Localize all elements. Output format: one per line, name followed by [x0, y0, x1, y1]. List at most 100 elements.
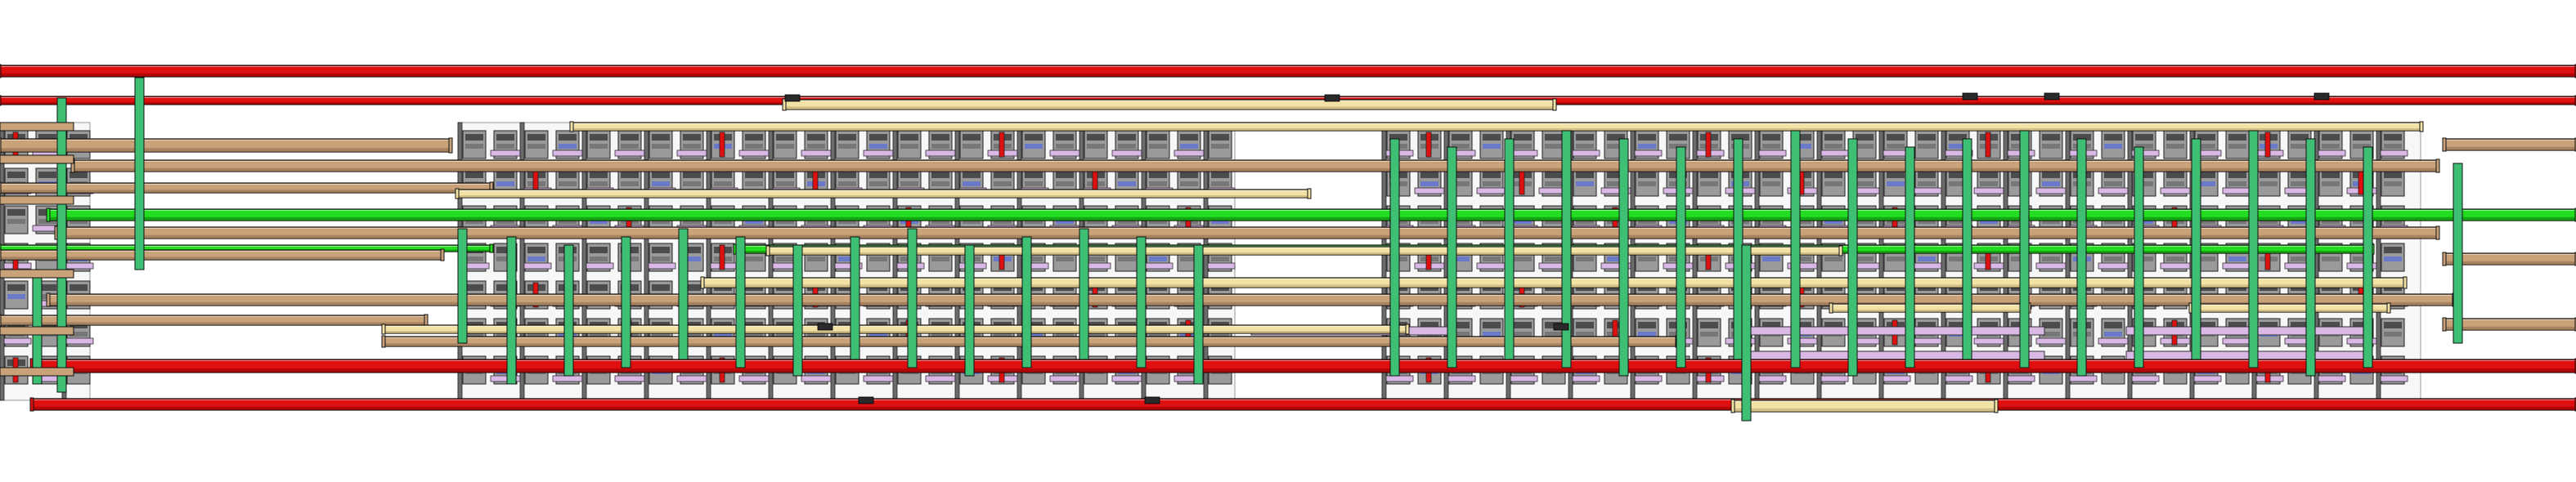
pipe-stub — [0, 122, 74, 132]
tan-pipe-5 — [46, 292, 2457, 307]
equipment-module — [1573, 167, 1597, 197]
equipment-module — [1417, 130, 1442, 159]
riser-29 — [2076, 138, 2087, 377]
equipment-module — [742, 167, 766, 197]
equipment-module — [2101, 130, 2125, 159]
riser-28 — [2019, 130, 2030, 368]
equipment-module — [521, 243, 552, 272]
equipment-module — [2284, 167, 2315, 197]
equipment-module — [1538, 167, 1569, 197]
equipment-module — [1852, 130, 1877, 159]
pipe-flange — [858, 396, 874, 404]
cream-pipe-0 — [782, 98, 1557, 111]
tan-pipe-4 — [0, 248, 445, 261]
equipment-module — [1977, 130, 2001, 159]
equipment-module — [1756, 130, 1787, 159]
pipe-flange — [784, 94, 801, 102]
pipe-flange — [1324, 94, 1340, 102]
equipment-module — [1111, 130, 1142, 159]
riser-20 — [1561, 130, 1572, 368]
riser-3 — [457, 228, 468, 344]
equipment-module — [490, 130, 521, 159]
riser-30 — [2134, 146, 2144, 368]
red-pipe-top — [0, 64, 2576, 78]
equipment-module — [2381, 318, 2405, 347]
equipment-module — [4, 280, 29, 310]
equipment-module — [2098, 167, 2129, 197]
equipment-module — [2381, 167, 2405, 197]
equipment-module — [1697, 318, 1721, 347]
equipment-module — [1569, 130, 1600, 159]
cream-pipe-2 — [455, 188, 1312, 199]
tan-pipe-8 — [2442, 137, 2576, 152]
cream-pipe-6 — [2188, 302, 2391, 314]
equipment-module — [1146, 130, 1170, 159]
riser-22 — [1676, 146, 1686, 368]
equipment-module — [552, 130, 583, 159]
pipe-flange — [1144, 396, 1160, 404]
equipment-module — [1821, 167, 1846, 197]
riser-27 — [1962, 138, 1972, 360]
equipment-module — [1880, 130, 1911, 159]
pipe-stub — [0, 367, 74, 377]
riser-16 — [1193, 244, 1204, 385]
equipment-module — [2225, 130, 2250, 159]
tan-pipe-2 — [0, 181, 494, 194]
frame-post — [0, 122, 5, 401]
red-pipe-bottom — [29, 397, 2576, 412]
equipment-module — [959, 130, 984, 159]
tan-pipe-1 — [70, 158, 2440, 173]
equipment-module — [2222, 167, 2253, 197]
equipment-module — [1631, 130, 1663, 159]
pipe-flange — [1553, 323, 1569, 331]
riser-31 — [2191, 138, 2201, 360]
riser-17 — [1389, 138, 1400, 377]
riser-32 — [2248, 130, 2259, 368]
cream-pipe-5 — [1829, 302, 2031, 314]
equipment-module — [2039, 130, 2063, 159]
riser-15 — [1136, 236, 1147, 368]
cream-pipe-7 — [1730, 399, 1999, 413]
riser-7 — [678, 228, 689, 360]
equipment-module — [1049, 130, 1080, 159]
equipment-module — [2318, 167, 2343, 197]
pipe-stub — [0, 195, 74, 205]
equipment-module — [1759, 167, 1784, 197]
riser-18 — [1447, 146, 1457, 368]
pipe-flange — [2044, 92, 2060, 100]
tan-pipe-0 — [0, 137, 453, 154]
riser-6 — [621, 236, 631, 368]
equipment-module — [738, 130, 770, 159]
red-pipe-lower — [29, 358, 2576, 374]
riser-35 — [1741, 244, 1752, 422]
riser-14 — [1079, 228, 1089, 360]
equipment-module — [2098, 318, 2129, 347]
green-pipe-main — [46, 208, 2576, 222]
riser-13 — [1021, 236, 1032, 368]
equipment-module — [586, 130, 611, 159]
cream-pipe-1 — [569, 121, 2424, 132]
equipment-module — [1694, 130, 1725, 159]
equipment-module — [648, 130, 673, 159]
riser-25 — [1847, 138, 1858, 377]
riser-5 — [563, 244, 574, 377]
pipe-flange — [1962, 92, 1978, 100]
equipment-module — [1479, 130, 1504, 159]
equipment-module — [1510, 167, 1535, 197]
equipment-module — [1542, 130, 1566, 159]
equipment-module — [2035, 167, 2067, 197]
riser-11 — [907, 228, 918, 368]
equipment-module — [2129, 130, 2160, 159]
equipment-module — [863, 130, 894, 159]
equipment-module — [676, 130, 707, 159]
equipment-module — [2160, 167, 2191, 197]
riser-26 — [1905, 146, 1915, 368]
equipment-module — [711, 130, 735, 159]
equipment-module — [1414, 167, 1445, 197]
equipment-module — [2381, 243, 2405, 272]
pipe-stub — [0, 326, 74, 336]
equipment-module — [1883, 167, 1908, 197]
equipment-module — [1476, 167, 1507, 197]
riser-24 — [1790, 130, 1801, 368]
